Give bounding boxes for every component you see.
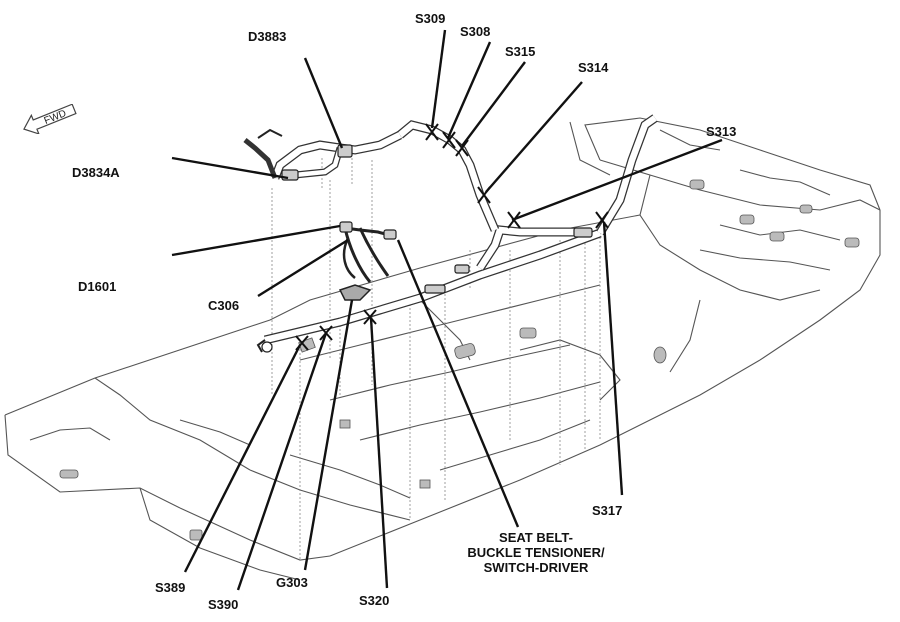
- label-s315: S315: [505, 44, 536, 59]
- leader-g303: [303, 299, 354, 571]
- leader-c306: [257, 238, 349, 298]
- label-seat-belt-line1: SEAT BELT-: [499, 530, 573, 545]
- label-seat-belt-line3: SWITCH-DRIVER: [483, 560, 589, 575]
- label-s313: S313: [706, 124, 737, 139]
- label-s320: S320: [359, 593, 390, 608]
- label-d3883: D3883: [248, 29, 287, 44]
- label-d3834a: D3834A: [72, 165, 120, 180]
- leader-s314: [485, 81, 583, 193]
- label-g303: G303: [276, 575, 308, 590]
- leader-d3834a: [171, 156, 289, 180]
- label-s309: S309: [415, 11, 446, 26]
- leader-lines: [171, 29, 723, 591]
- leader-s308: [446, 41, 492, 139]
- wiring-harness: [243, 114, 658, 353]
- label-d1601: D1601: [78, 279, 117, 294]
- label-seat-belt-line2: BUCKLE TENSIONER/: [467, 545, 605, 560]
- leader-s315: [461, 61, 526, 147]
- leader-s313: [511, 138, 723, 222]
- leader-d3883: [303, 57, 344, 149]
- projection-lines: [271, 150, 601, 560]
- label-s308: S308: [460, 24, 491, 39]
- leader-d1601: [171, 224, 341, 257]
- leader-s389: [183, 344, 302, 573]
- leader-s320: [369, 317, 389, 589]
- label-seat-belt-buckle-tensioner: SEAT BELT- BUCKLE TENSIONER/ SWITCH-DRIV…: [456, 530, 616, 575]
- leader-s390: [236, 332, 328, 591]
- label-s317: S317: [592, 503, 623, 518]
- leader-s317: [602, 221, 624, 496]
- fwd-label: FWD: [43, 108, 68, 127]
- connectors: [261, 144, 593, 353]
- label-s314: S314: [578, 60, 609, 75]
- label-c306: C306: [208, 298, 240, 313]
- splice-marks: [295, 123, 609, 351]
- floor-pan-drawing: [4, 117, 881, 581]
- label-s390: S390: [208, 597, 239, 612]
- forward-arrow-icon: FWD: [23, 104, 77, 134]
- leader-s309: [430, 29, 447, 129]
- label-s389: S389: [155, 580, 186, 595]
- leader-seat-belt: [396, 239, 520, 528]
- floor-pan-details: [59, 179, 860, 541]
